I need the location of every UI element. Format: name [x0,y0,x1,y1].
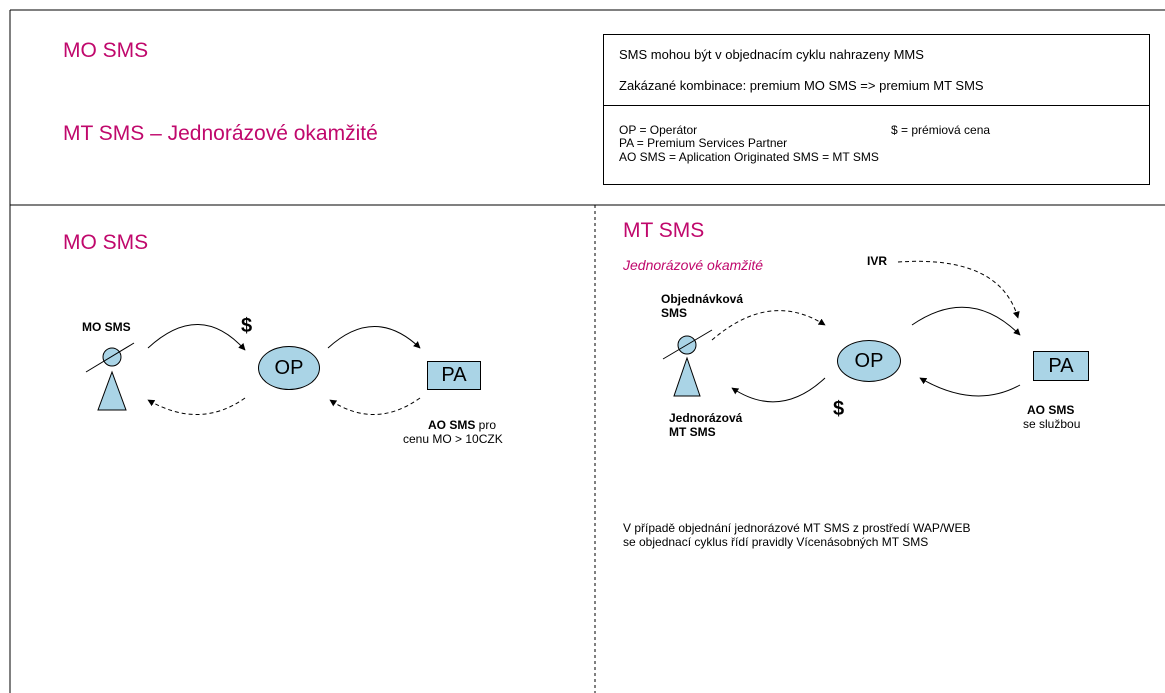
arrow-mo-to-op [147,324,246,351]
order-sms-label-1: Objednávková [661,292,744,306]
user-icon-left [85,342,135,411]
ao-sms-bold: AO SMS [428,418,476,432]
partner-node-right: PA [1033,351,1089,381]
mo-sms-label: MO SMS [82,320,131,334]
ao-sms-service: se službou [1023,417,1081,431]
arrow-pa-to-op [329,397,421,415]
premium-price-symbol: $ [241,315,253,337]
arrow-op-to-user-right [731,377,826,403]
premium-price-symbol-right: $ [833,398,845,420]
info-box: SMS mohou být v objednacím cyklu nahraze… [603,34,1150,185]
operator-node-right: OP [837,340,901,382]
ao-sms-rest: pro [475,418,497,432]
arrow-op-to-user [147,397,246,415]
one-time-mt-label-1: Jednorázová [669,411,743,425]
note-line-2: se objednací cyklus řídí pravidly Vícená… [623,535,929,549]
ao-sms-label: AO SMS pro [428,418,496,432]
arrow-pa-to-op-right [919,377,1021,397]
left-panel-title: MO SMS [63,231,149,254]
partner-node: PA [427,361,481,390]
arrow-op-to-pa [327,326,421,349]
arrow-op-to-pa-right [911,306,1021,336]
info-line-mms: SMS mohou být v objednacím cyklu nahraze… [619,47,924,62]
ao-sms-price: cenu MO > 10CZK [403,432,503,446]
operator-node: OP [258,346,320,390]
arrow-ivr-to-pa [897,260,1020,319]
one-time-mt-label-2: MT SMS [669,425,716,439]
right-panel-subtitle: Jednorázové okamžité [623,257,764,273]
info-divider [604,105,1149,106]
order-sms-label-2: SMS [661,306,688,320]
user-icon-right [662,329,713,397]
info-line-forbidden: Zakázané kombinace: premium MO SMS => pr… [619,78,984,93]
legend-ao: AO SMS = Aplication Originated SMS = MT … [619,150,879,164]
header-title-mo: MO SMS [63,39,149,62]
legend-pa: PA = Premium Services Partner [619,136,788,150]
ao-sms-label-right: AO SMS [1027,403,1075,417]
header-title-mt: MT SMS – Jednorázové okamžité [63,122,378,145]
legend-dollar: $ = prémiová cena [891,123,991,137]
right-panel-title: MT SMS [623,219,705,242]
arrow-order-to-op [711,310,826,341]
legend-op: OP = Operátor [619,123,698,137]
note-line-1: V případě objednání jednorázové MT SMS z… [623,521,971,535]
ivr-label: IVR [867,254,888,268]
